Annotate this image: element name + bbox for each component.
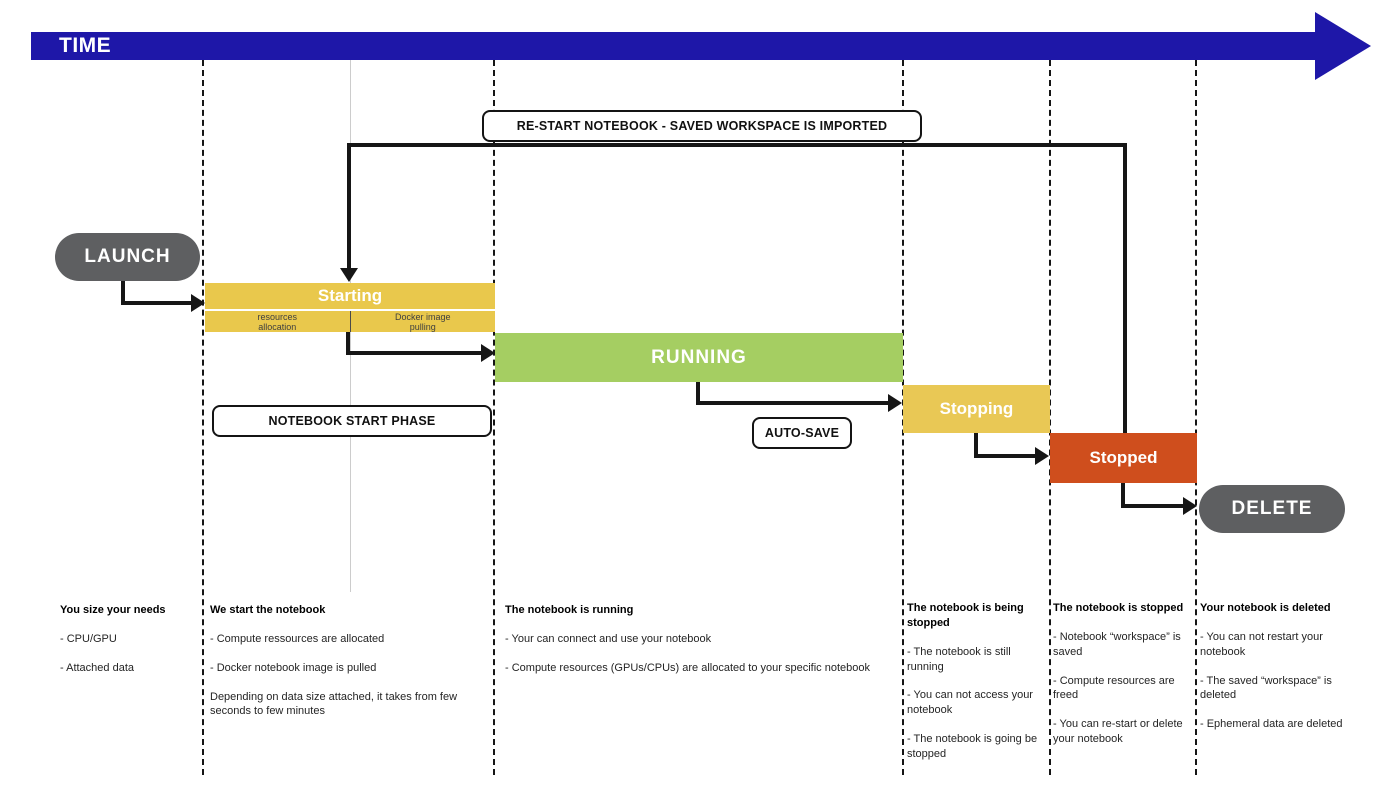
phase-divider-line — [202, 60, 204, 775]
column-header: The notebook is being stopped — [907, 602, 1024, 629]
restart-banner: RE-START NOTEBOOK - SAVED WORKSPACE IS I… — [482, 110, 922, 142]
launch-node: LAUNCH — [55, 233, 200, 281]
column-item: - Ephemeral data are deleted — [1200, 718, 1343, 731]
phase-divider-line — [1195, 60, 1197, 775]
time-arrow-bar: TIME — [31, 32, 1315, 60]
connector-starting-to-running — [346, 351, 482, 355]
description-column-deleted: Your notebook is deleted - You can not r… — [1200, 601, 1346, 746]
connector-stopped-to-restart — [1123, 143, 1127, 433]
arrow-right-icon — [191, 294, 205, 312]
stopped-phase-box: Stopped — [1050, 433, 1197, 483]
starting-phase-label: Starting — [317, 286, 383, 305]
connector-launch-to-starting — [121, 301, 192, 305]
column-item: - Docker notebook image is pulled — [210, 661, 377, 674]
connector-stopped-to-delete — [1121, 483, 1125, 508]
arrow-right-icon — [888, 394, 902, 412]
arrow-right-icon — [1183, 497, 1197, 515]
connector-stopped-to-delete — [1121, 504, 1184, 508]
phase-divider-line — [1049, 60, 1051, 775]
arrow-down-icon — [340, 268, 358, 282]
connector-running-to-stopping — [696, 401, 889, 405]
starting-phase-box: Starting resources allocation Docker ima… — [205, 283, 495, 332]
connector-stopping-to-stopped — [974, 433, 978, 458]
arrow-right-icon — [481, 344, 495, 362]
column-item: - Your can connect and use your notebook — [505, 632, 712, 645]
column-item: - You can not access your notebook — [907, 689, 1033, 717]
column-item: - The notebook is going be stopped — [907, 733, 1038, 760]
delete-node: DELETE — [1199, 485, 1345, 533]
column-item: - Notebook “workspace” is saved — [1053, 630, 1181, 658]
connector-restart-horizontal — [347, 143, 1127, 147]
connector-restart-drop — [347, 143, 351, 270]
column-header: We start the notebook — [210, 604, 326, 616]
description-column-size-needs: You size your needs - CPU/GPU - Attached… — [60, 603, 200, 690]
starting-substeps: resources allocation Docker image pullin… — [205, 311, 495, 332]
stopping-phase-box: Stopping — [903, 385, 1050, 433]
connector-running-to-stopping — [696, 382, 700, 405]
auto-save-label: AUTO-SAVE — [752, 417, 852, 449]
column-header: You size your needs — [60, 604, 166, 616]
connector-stopping-to-stopped — [974, 454, 1036, 458]
substep-docker-image-pulling: Docker image pulling — [349, 311, 496, 332]
column-item: - Compute ressources are allocated — [210, 632, 385, 645]
connector-launch-to-starting — [121, 281, 125, 305]
description-column-stopped: The notebook is stopped - Notebook “work… — [1053, 601, 1195, 761]
column-item: - Compute resources are freed — [1053, 674, 1175, 702]
description-column-running: The notebook is running - Your can conne… — [505, 603, 880, 690]
phase-divider-line — [493, 60, 495, 775]
column-header: The notebook is running — [505, 604, 634, 616]
column-item: - The saved “workspace” is deleted — [1200, 674, 1332, 702]
column-item: - You can re-start or delete your notebo… — [1053, 718, 1183, 746]
notebook-start-phase-label: NOTEBOOK START PHASE — [212, 405, 492, 437]
time-label: TIME — [59, 34, 112, 57]
connector-starting-to-running — [346, 332, 350, 355]
starting-divider — [205, 309, 495, 311]
arrow-right-icon — [1035, 447, 1049, 465]
description-column-being-stopped: The notebook is being stopped - The note… — [907, 601, 1049, 776]
substep-resources-allocation: resources allocation — [257, 311, 297, 332]
running-phase-box: RUNNING — [495, 333, 903, 382]
description-column-start: We start the notebook - Compute ressourc… — [210, 603, 495, 733]
column-item: - CPU/GPU — [60, 632, 117, 645]
column-header: The notebook is stopped — [1053, 602, 1184, 614]
column-item: - You can not restart your notebook — [1200, 630, 1323, 658]
column-note: Depending on data size attached, it take… — [210, 690, 458, 718]
column-header: Your notebook is deleted — [1200, 602, 1331, 614]
arrow-right-icon — [1315, 12, 1371, 80]
column-item: - The notebook is still running — [907, 645, 1011, 673]
column-item: - Attached data — [60, 661, 134, 674]
column-item: - Compute resources (GPUs/CPUs) are allo… — [505, 661, 870, 674]
